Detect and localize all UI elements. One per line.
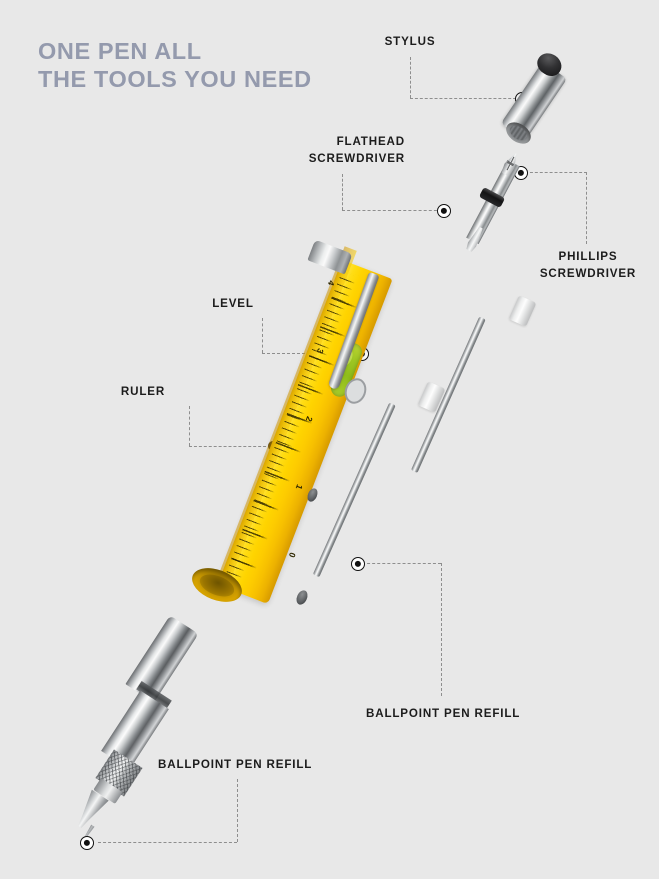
refill-lower-end-cap bbox=[417, 381, 446, 413]
headline-line-2: THE TOOLS YOU NEED bbox=[38, 66, 312, 92]
headline-line-1: ONE PEN ALL bbox=[38, 38, 202, 64]
callout-label-ruler: RULER bbox=[120, 385, 166, 398]
callout-dot-refill-right bbox=[351, 557, 365, 571]
callout-label-level: LEVEL bbox=[212, 297, 254, 310]
ruler-major-ticks bbox=[223, 269, 371, 589]
part-ballpoint-refill-lower bbox=[294, 381, 510, 612]
callout-label-refill-bottom: BALLPOINT PEN REFILL bbox=[158, 758, 313, 771]
callout-label-flathead-line-1: FLATHEAD bbox=[336, 135, 405, 148]
pen-body-top-collar bbox=[307, 239, 353, 275]
callout-label-phillips-line-1: PHILLIPS bbox=[558, 250, 618, 263]
part-screwdriver-bit bbox=[460, 152, 530, 252]
refill-upper-end-cap bbox=[508, 295, 537, 327]
callout-dot-refill-bottom bbox=[80, 836, 94, 850]
refill-upper-ball-tip bbox=[305, 486, 320, 504]
part-stylus bbox=[497, 48, 593, 157]
callout-dot-flathead bbox=[437, 204, 451, 218]
callout-label-refill-right: BALLPOINT PEN REFILL bbox=[366, 707, 521, 720]
callout-label-stylus: STYLUS bbox=[384, 35, 436, 48]
part-pen-tip-assembly bbox=[40, 612, 220, 862]
callout-label-phillips-line-2: SCREWDRIVER bbox=[539, 267, 637, 280]
ruler-number-0: 0 bbox=[286, 550, 298, 560]
callout-label-flathead-line-2: SCREWDRIVER bbox=[308, 152, 405, 165]
